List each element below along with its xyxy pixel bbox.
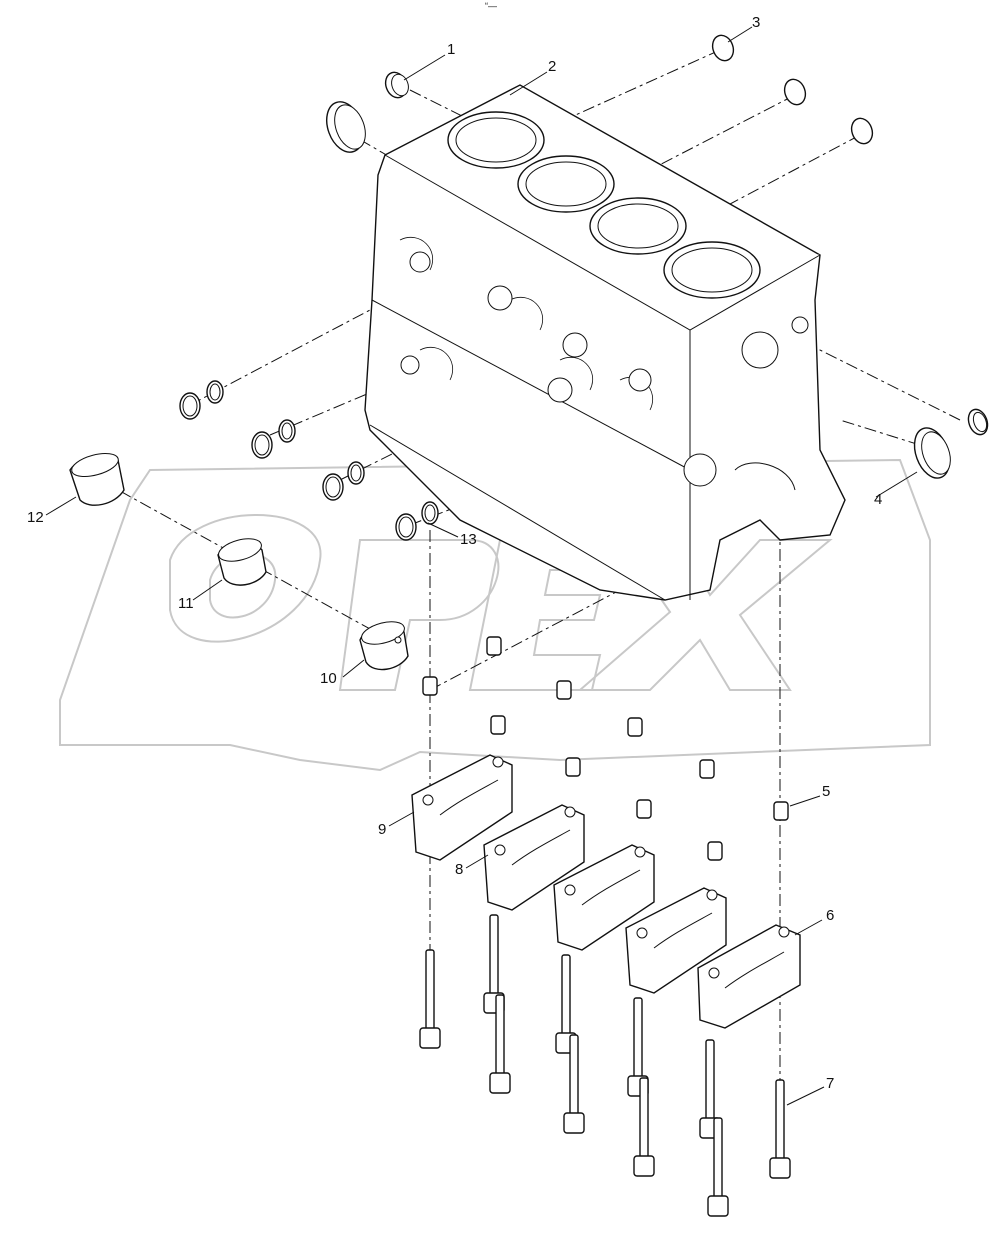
callout-4: 4 (874, 491, 883, 508)
bearing-cap-9 (411, 754, 513, 861)
callout-2: 2 (548, 58, 557, 75)
core-plug-1 (384, 71, 409, 99)
callout-9: 9 (378, 821, 387, 838)
rear-plug-4 (913, 408, 989, 479)
cylinder-block (364, 84, 846, 601)
bushing-10 (359, 621, 409, 671)
callout-13: 13 (460, 531, 477, 548)
bearing-cap-8 (483, 804, 585, 911)
callout-12: 12 (27, 509, 44, 526)
header-mark: “— (485, 1, 497, 11)
callout-1: 1 (447, 41, 456, 58)
bushing-11 (217, 538, 267, 586)
callout-8: 8 (455, 861, 464, 878)
core-plug-3 (711, 34, 874, 145)
bearing-cap-d (625, 887, 727, 994)
leader-lines (45, 26, 918, 1106)
large-plug-left (326, 101, 366, 153)
dowel-pins-5 (422, 636, 789, 861)
bushing-12 (69, 453, 125, 506)
callout-7: 7 (826, 1075, 835, 1092)
seal-rings-13 (179, 380, 439, 541)
callout-10: 10 (320, 670, 337, 687)
callout-5: 5 (822, 783, 831, 800)
cap-bolts-7 (419, 914, 791, 1217)
callout-3: 3 (752, 14, 761, 31)
bearing-cap-6 (697, 924, 801, 1029)
bearing-cap-c (553, 844, 655, 951)
callout-6: 6 (826, 907, 835, 924)
callout-11: 11 (178, 595, 194, 612)
